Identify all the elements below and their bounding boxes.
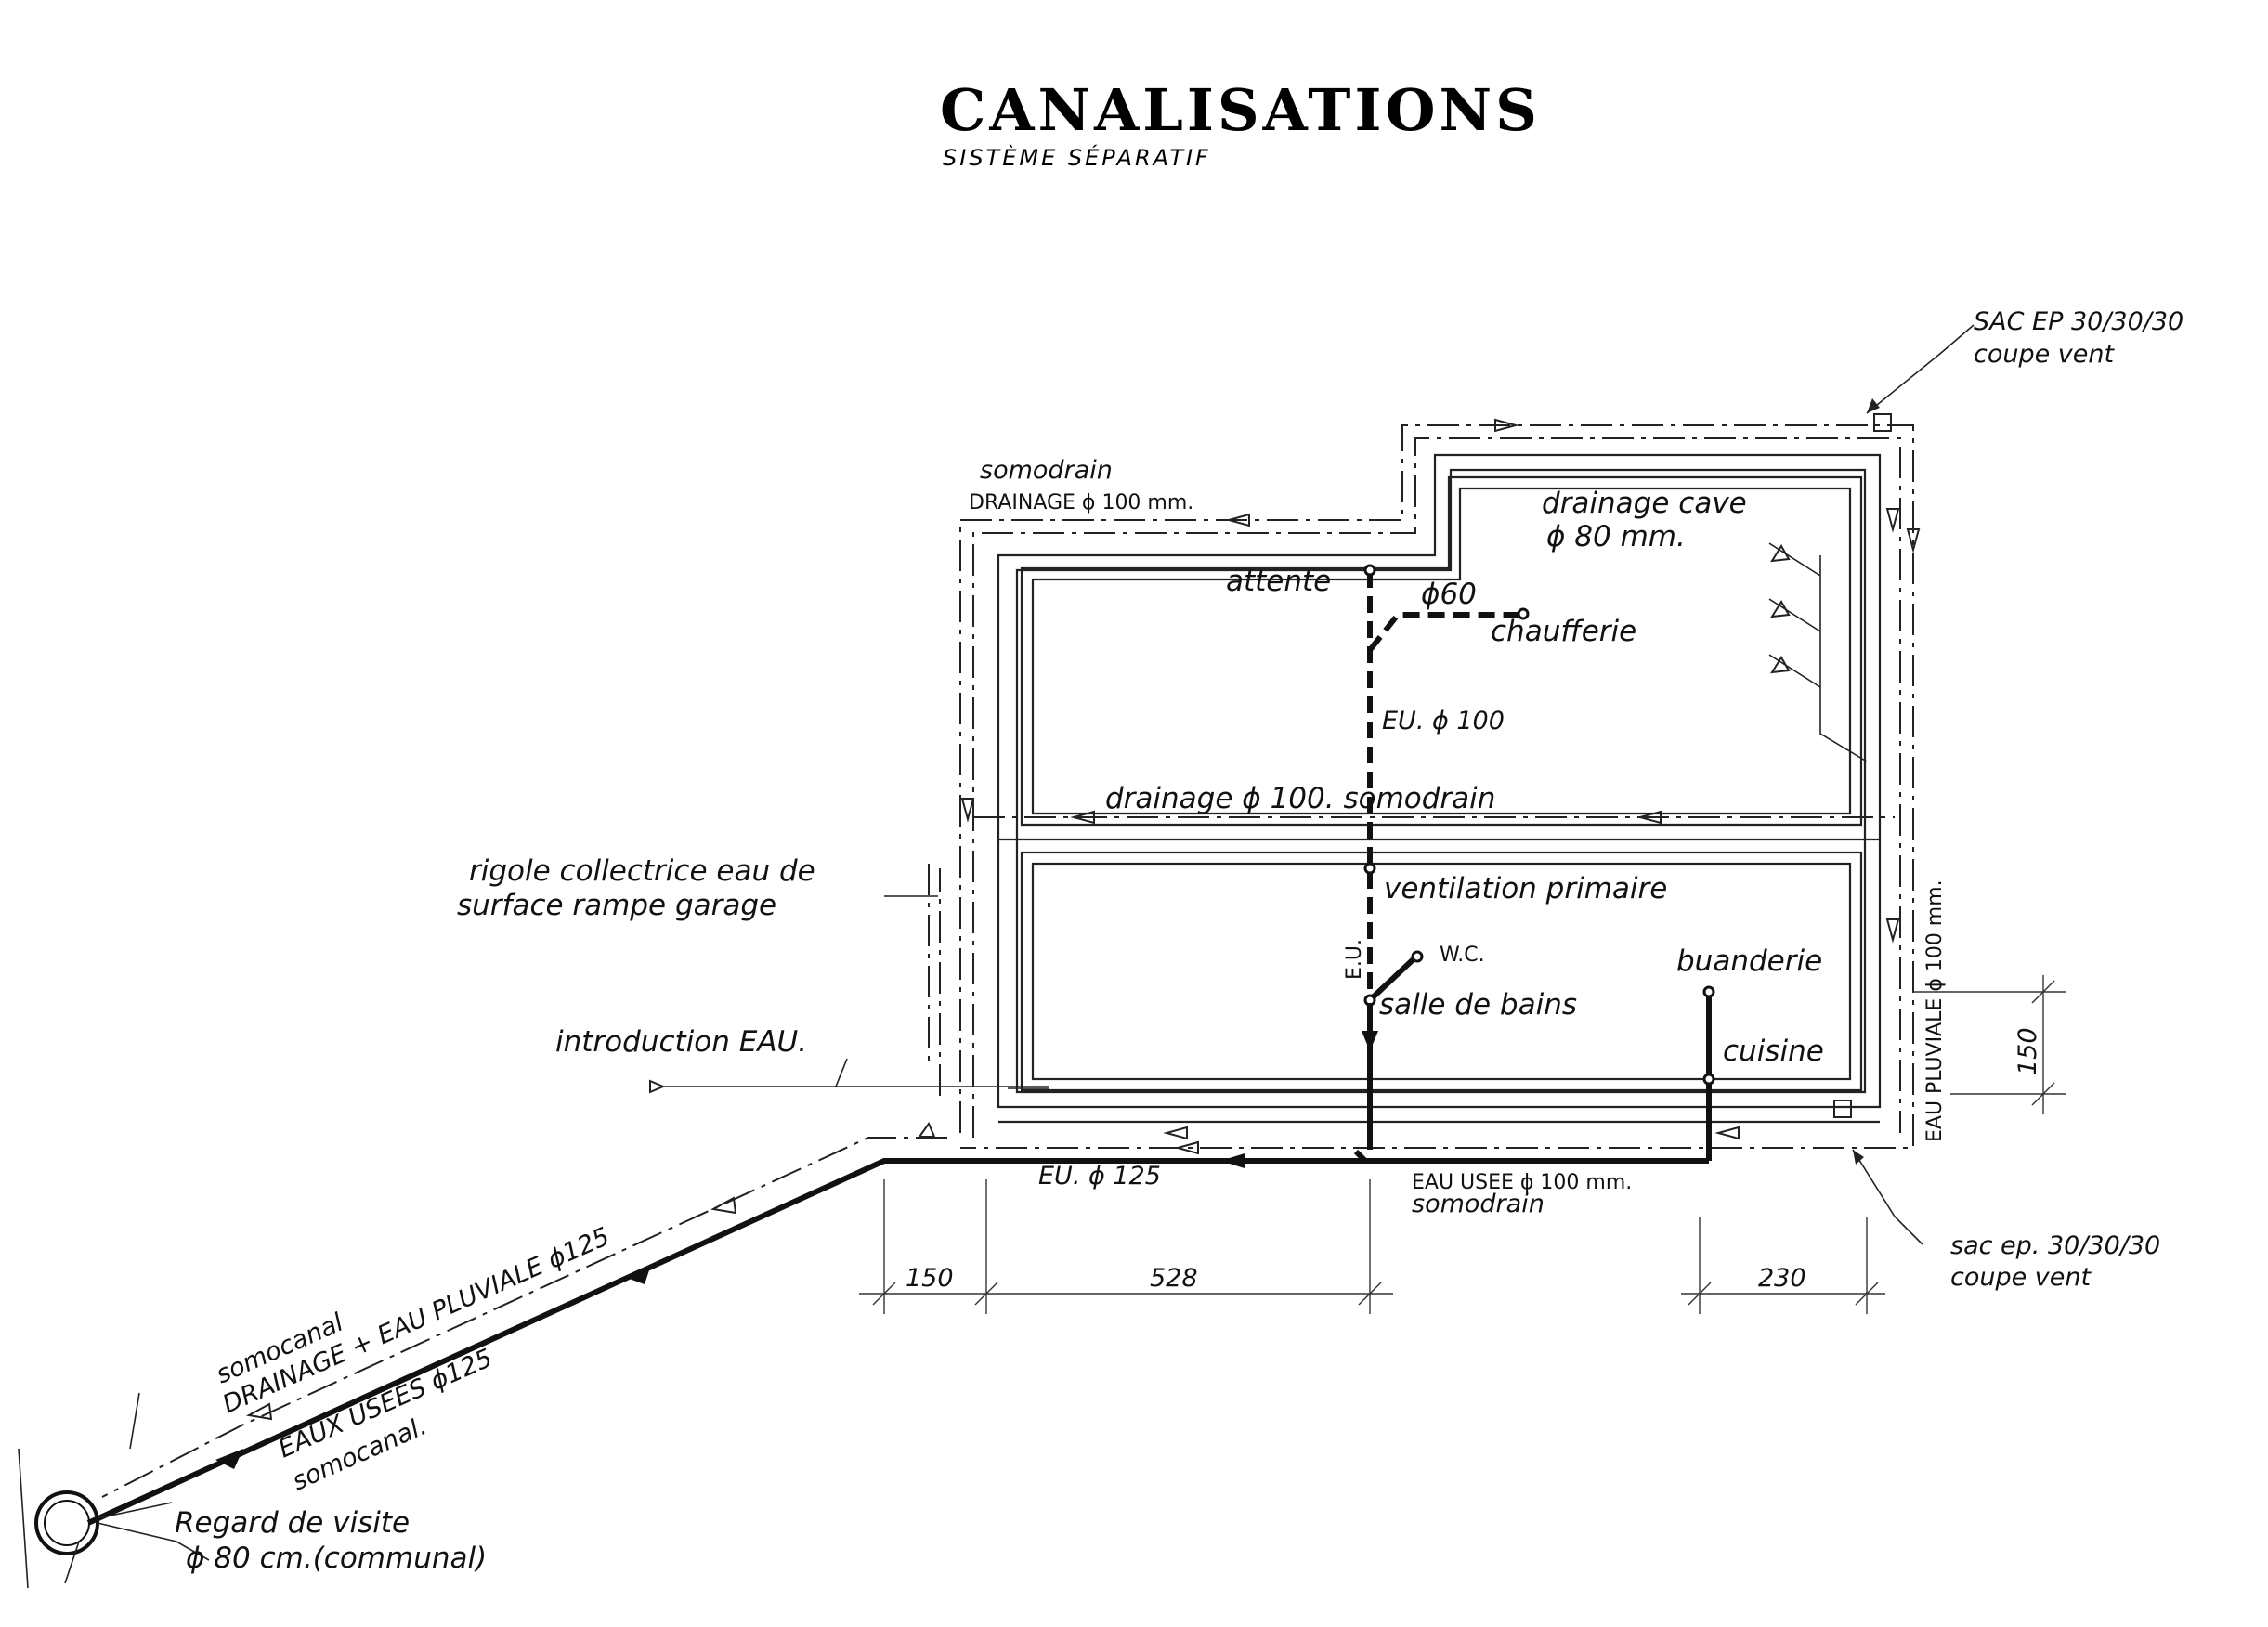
- dimension-lines: [859, 975, 2066, 1314]
- label-drainage-cave-2: ϕ 80 mm.: [1546, 520, 1686, 553]
- dimension-150-right: 150: [2014, 1027, 2042, 1075]
- label-ventilation: ventilation primaire: [1384, 872, 1667, 905]
- dimension-150-bottom: 150: [906, 1264, 954, 1293]
- label-drainage-top: DRAINAGE ϕ 100 mm.: [969, 491, 1193, 514]
- sac-leaders: [1833, 324, 1975, 1245]
- drawing-title: CANALISATIONS: [940, 76, 1541, 144]
- label-wc: W.C.: [1440, 944, 1485, 967]
- dimension-528: 528: [1150, 1264, 1198, 1293]
- annotations: SAC EP 30/30/30 coupe vent somodrain DRA…: [175, 307, 2183, 1575]
- label-rigole-2: surface rampe garage: [457, 889, 776, 922]
- label-sac-bottom-2: coupe vent: [1950, 1263, 2092, 1292]
- drainage-pluviale-line: [101, 1121, 947, 1498]
- rigole-leader: [884, 864, 938, 1068]
- label-buanderie: buanderie: [1676, 944, 1822, 978]
- label-eau-pluviale-vertical: EAU PLUVIALE ϕ 100 mm.: [1923, 879, 1947, 1142]
- label-eau-usee-2: somodrain: [1412, 1190, 1545, 1218]
- drainage-cave-lines: [1768, 542, 1868, 762]
- label-regard-2: ϕ 80 cm.(communal): [186, 1542, 487, 1575]
- dimension-230: 230: [1758, 1264, 1806, 1293]
- inspection-chamber: [18, 1392, 210, 1589]
- label-phi60: ϕ60: [1421, 578, 1477, 611]
- label-somodrain-top: somodrain: [980, 456, 1113, 485]
- label-cuisine: cuisine: [1723, 1035, 1824, 1068]
- label-eu-vertical: E.U.: [1343, 939, 1366, 980]
- label-sac-bottom-1: sac ep. 30/30/30: [1950, 1231, 2160, 1260]
- label-attente: attente: [1226, 565, 1331, 598]
- label-drainage-mid: drainage ϕ 100. somodrain: [1105, 782, 1495, 815]
- label-salle-de-bains: salle de bains: [1379, 988, 1577, 1022]
- drawing-subtitle: SISTÈME SÉPARATIF: [943, 144, 1211, 171]
- label-introduction-eau: introduction EAU.: [555, 1025, 807, 1059]
- label-rigole-1: rigole collectrice eau de: [469, 854, 815, 888]
- label-regard-1: Regard de visite: [175, 1506, 410, 1540]
- water-introduction-line: [649, 1058, 1049, 1094]
- label-sac-top-1: SAC EP 30/30/30: [1974, 307, 2183, 336]
- label-chaufferie: chaufferie: [1491, 615, 1636, 648]
- peripheral-drainage: [939, 418, 1921, 1155]
- label-eu125: EU. ϕ 125: [1038, 1162, 1161, 1191]
- label-eau-usee-1: EAU USEE ϕ 100 mm.: [1412, 1171, 1632, 1194]
- label-eu100: EU. ϕ 100: [1382, 707, 1505, 735]
- building-walls: [997, 453, 1882, 1124]
- label-sac-top-2: coupe vent: [1974, 340, 2116, 369]
- waste-water-pipes: [86, 564, 1715, 1526]
- label-drainage-cave-1: drainage cave: [1542, 487, 1747, 520]
